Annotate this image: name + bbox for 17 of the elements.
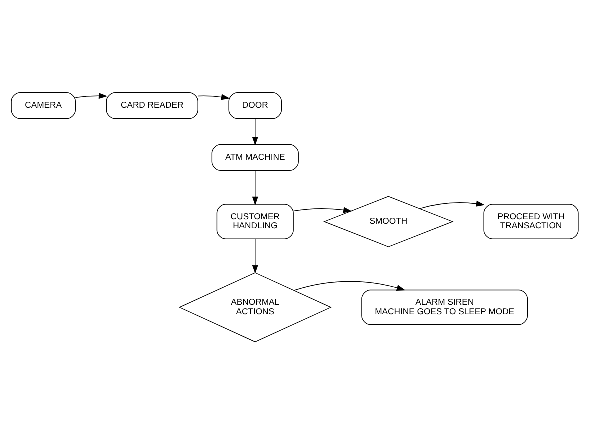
node-diamond: SMOOTH	[324, 196, 454, 248]
node-box: PROCEED WITH TRANSACTION	[484, 204, 579, 240]
arrow	[293, 207, 352, 214]
arrow	[252, 170, 258, 206]
node-box: CARD READER	[106, 92, 198, 120]
node-box: CUSTOMER HANDLING	[216, 204, 294, 240]
arrow	[252, 238, 258, 274]
arrow	[252, 118, 258, 146]
arrow	[420, 200, 486, 210]
node-box: ATM MACHINE	[212, 144, 299, 172]
node-box: DOOR	[228, 92, 282, 120]
node-box: CAMERA	[11, 92, 76, 120]
arrow	[198, 94, 230, 100]
arrow	[294, 281, 406, 291]
node-box: ALARM SIREN MACHINE GOES TO SLEEP MODE	[362, 290, 528, 326]
arrow	[75, 93, 108, 100]
node-diamond: ABNORMAL ACTIONS	[178, 272, 332, 343]
